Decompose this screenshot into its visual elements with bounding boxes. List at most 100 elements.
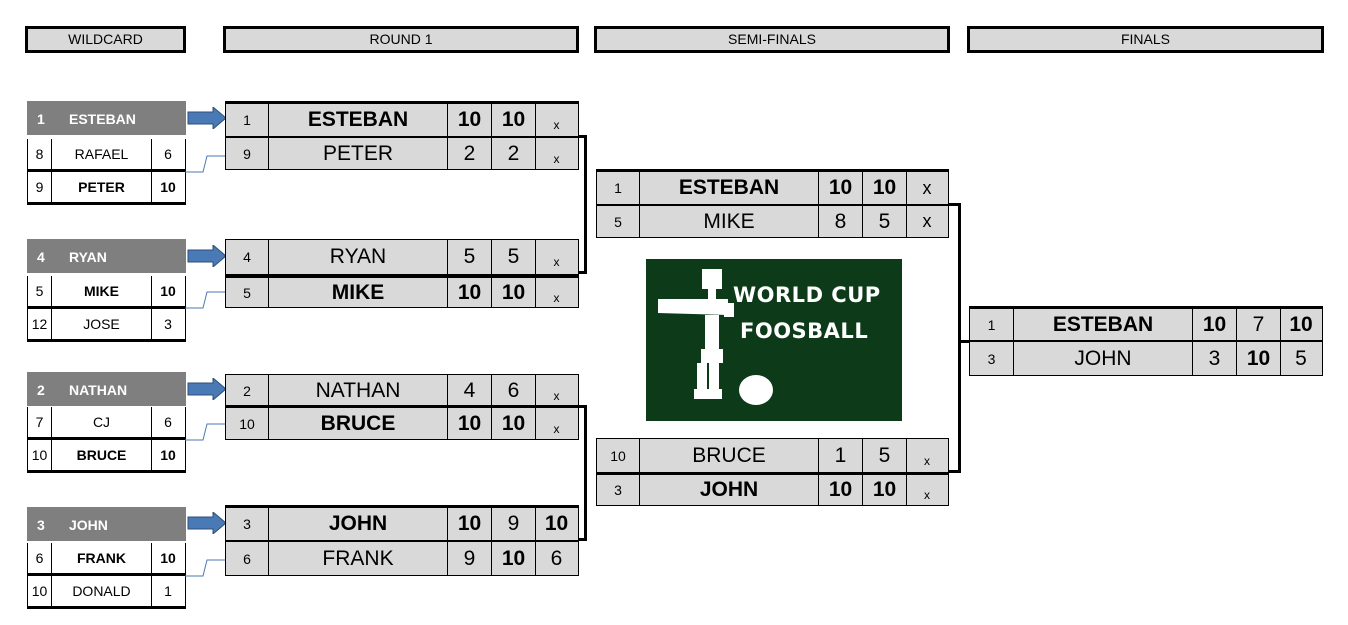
wildcard-name: DONALD (72, 583, 131, 599)
wildcard-seed: 8 (28, 139, 52, 169)
wildcard-name: FRANK (77, 550, 126, 566)
semis-slot: 1 ESTEBAN 10 10 x (596, 169, 949, 205)
slot-name: JOHN (1014, 342, 1193, 375)
bracket-line (958, 340, 970, 343)
wildcard-head-seed: 1 (37, 111, 45, 127)
wildcard-head-name: NATHAN (69, 382, 128, 398)
wildcard-seed: 12 (28, 309, 52, 339)
slot-name: BRUCE (269, 408, 448, 439)
semis-slot: 10 BRUCE 1 5 x (596, 438, 949, 474)
slot-seed: 3 (970, 342, 1014, 375)
wildcard-row: 7 CJ 6 (27, 407, 186, 440)
slot-game-score: 4 (448, 375, 492, 406)
slot-game-score: x (922, 177, 932, 198)
round1-slot: 6 FRANK 9 10 6 (225, 541, 579, 576)
wildcard-row: 10 DONALD 1 (27, 576, 186, 609)
wildcard-score: 6 (151, 407, 184, 437)
slot-game-score: 8 (819, 206, 863, 237)
round1-slot: 3 JOHN 10 9 10 (225, 505, 579, 541)
round1-slot: 10 BRUCE 10 10 x (225, 405, 579, 440)
wildcard-head-seed: 4 (37, 249, 45, 265)
wildcard-seed: 5 (28, 276, 52, 306)
wildcard-row: 9 PETER 10 (27, 172, 186, 205)
slot-game-score: 2 (448, 138, 492, 169)
bracket-line (584, 405, 587, 541)
wildcard-row: 5 MIKE 10 (27, 276, 186, 309)
wildcard-name: BRUCE (76, 447, 127, 463)
slot-game-score: 9 (492, 508, 536, 540)
slot-game-score: 5 (863, 206, 907, 237)
slot-seed: 5 (226, 278, 269, 307)
slot-seed: 4 (226, 240, 269, 274)
wildcard-score: 10 (151, 276, 184, 306)
slot-seed: 10 (226, 408, 269, 439)
slot-game-score: 2 (492, 138, 536, 169)
wildcard-score: 1 (151, 576, 184, 606)
slot-game-score: 5 (492, 240, 536, 274)
slot-game-score: 10 (1289, 312, 1313, 336)
slot-game-score: 6 (492, 375, 536, 406)
wildcard-score: 10 (151, 440, 184, 470)
slot-game-score: 10 (492, 278, 536, 307)
slot-game-score: 10 (492, 408, 536, 439)
slot-seed: 1 (970, 309, 1014, 340)
foosball-player-icon (658, 269, 773, 405)
header-finals: FINALS (967, 26, 1324, 53)
wildcard-head-seed: 2 (37, 382, 45, 398)
slot-seed: 1 (597, 172, 640, 204)
bracket-line (579, 538, 587, 541)
slot-game-score: 5 (1295, 346, 1307, 370)
round1-slot: 2 NATHAN 4 6 x (225, 374, 579, 407)
bracket-line (584, 135, 587, 274)
wildcard-name: JOSE (83, 316, 120, 332)
slot-game-score: x (924, 454, 930, 468)
arrow-right-icon (187, 245, 227, 267)
slot-game-score: x (922, 211, 932, 231)
slot-game-score: 6 (550, 546, 563, 570)
slot-name: MIKE (269, 278, 448, 307)
bracket-line (579, 405, 587, 408)
slot-seed: 3 (597, 475, 640, 505)
slot-game-score: x (553, 421, 560, 436)
slot-name: RYAN (269, 240, 448, 274)
wildcard-row: 10 BRUCE 10 (27, 440, 186, 473)
slot-game-score: 3 (1193, 342, 1237, 375)
wildcard-score: 6 (151, 139, 184, 169)
slot-game-score: 10 (448, 408, 492, 439)
wildcard-score: 10 (151, 543, 184, 573)
slot-game-score: 7 (1237, 309, 1281, 340)
logo-line2: FOOSBALL (740, 319, 869, 343)
slot-name: ESTEBAN (640, 172, 819, 204)
wildcard-seed: 10 (28, 576, 52, 606)
wildcard-name: CJ (92, 414, 111, 430)
wildcard-seed: 10 (28, 440, 52, 470)
slot-seed: 5 (597, 206, 640, 237)
logo-line1: WORLD CUP (733, 283, 881, 307)
wildcard-head: 4 RYAN (27, 239, 186, 273)
wildcard-head: 2 NATHAN (27, 372, 186, 406)
slot-name: ESTEBAN (1014, 309, 1193, 340)
slot-seed: 6 (226, 542, 269, 575)
world-cup-foosball-logo: WORLD CUP FOOSBALL (646, 259, 902, 421)
slot-game-score: 10 (448, 508, 492, 540)
slot-name: PETER (269, 138, 448, 169)
slot-game-score: 10 (492, 542, 536, 575)
slot-game-score: 10 (863, 475, 907, 505)
wildcard-head: 1 ESTEBAN (27, 101, 186, 135)
slot-game-score: 10 (492, 104, 536, 136)
slot-seed: 10 (597, 439, 640, 473)
wildcard-name: PETER (78, 179, 125, 195)
header-semis: SEMI-FINALS (594, 26, 950, 53)
slot-game-score: x (553, 388, 560, 403)
slot-name: FRANK (269, 542, 448, 575)
round1-slot: 5 MIKE 10 10 x (225, 275, 579, 308)
arrow-right-icon (187, 107, 227, 129)
slot-seed: 3 (226, 508, 269, 540)
slot-game-score: 1 (819, 439, 863, 473)
slot-game-score: 5 (448, 240, 492, 274)
wildcard-connectors (185, 152, 230, 577)
slot-name: JOHN (269, 508, 448, 540)
slot-seed: 1 (226, 104, 269, 136)
wildcard-row: 8 RAFAEL 6 (27, 139, 186, 172)
wildcard-score: 3 (151, 309, 184, 339)
